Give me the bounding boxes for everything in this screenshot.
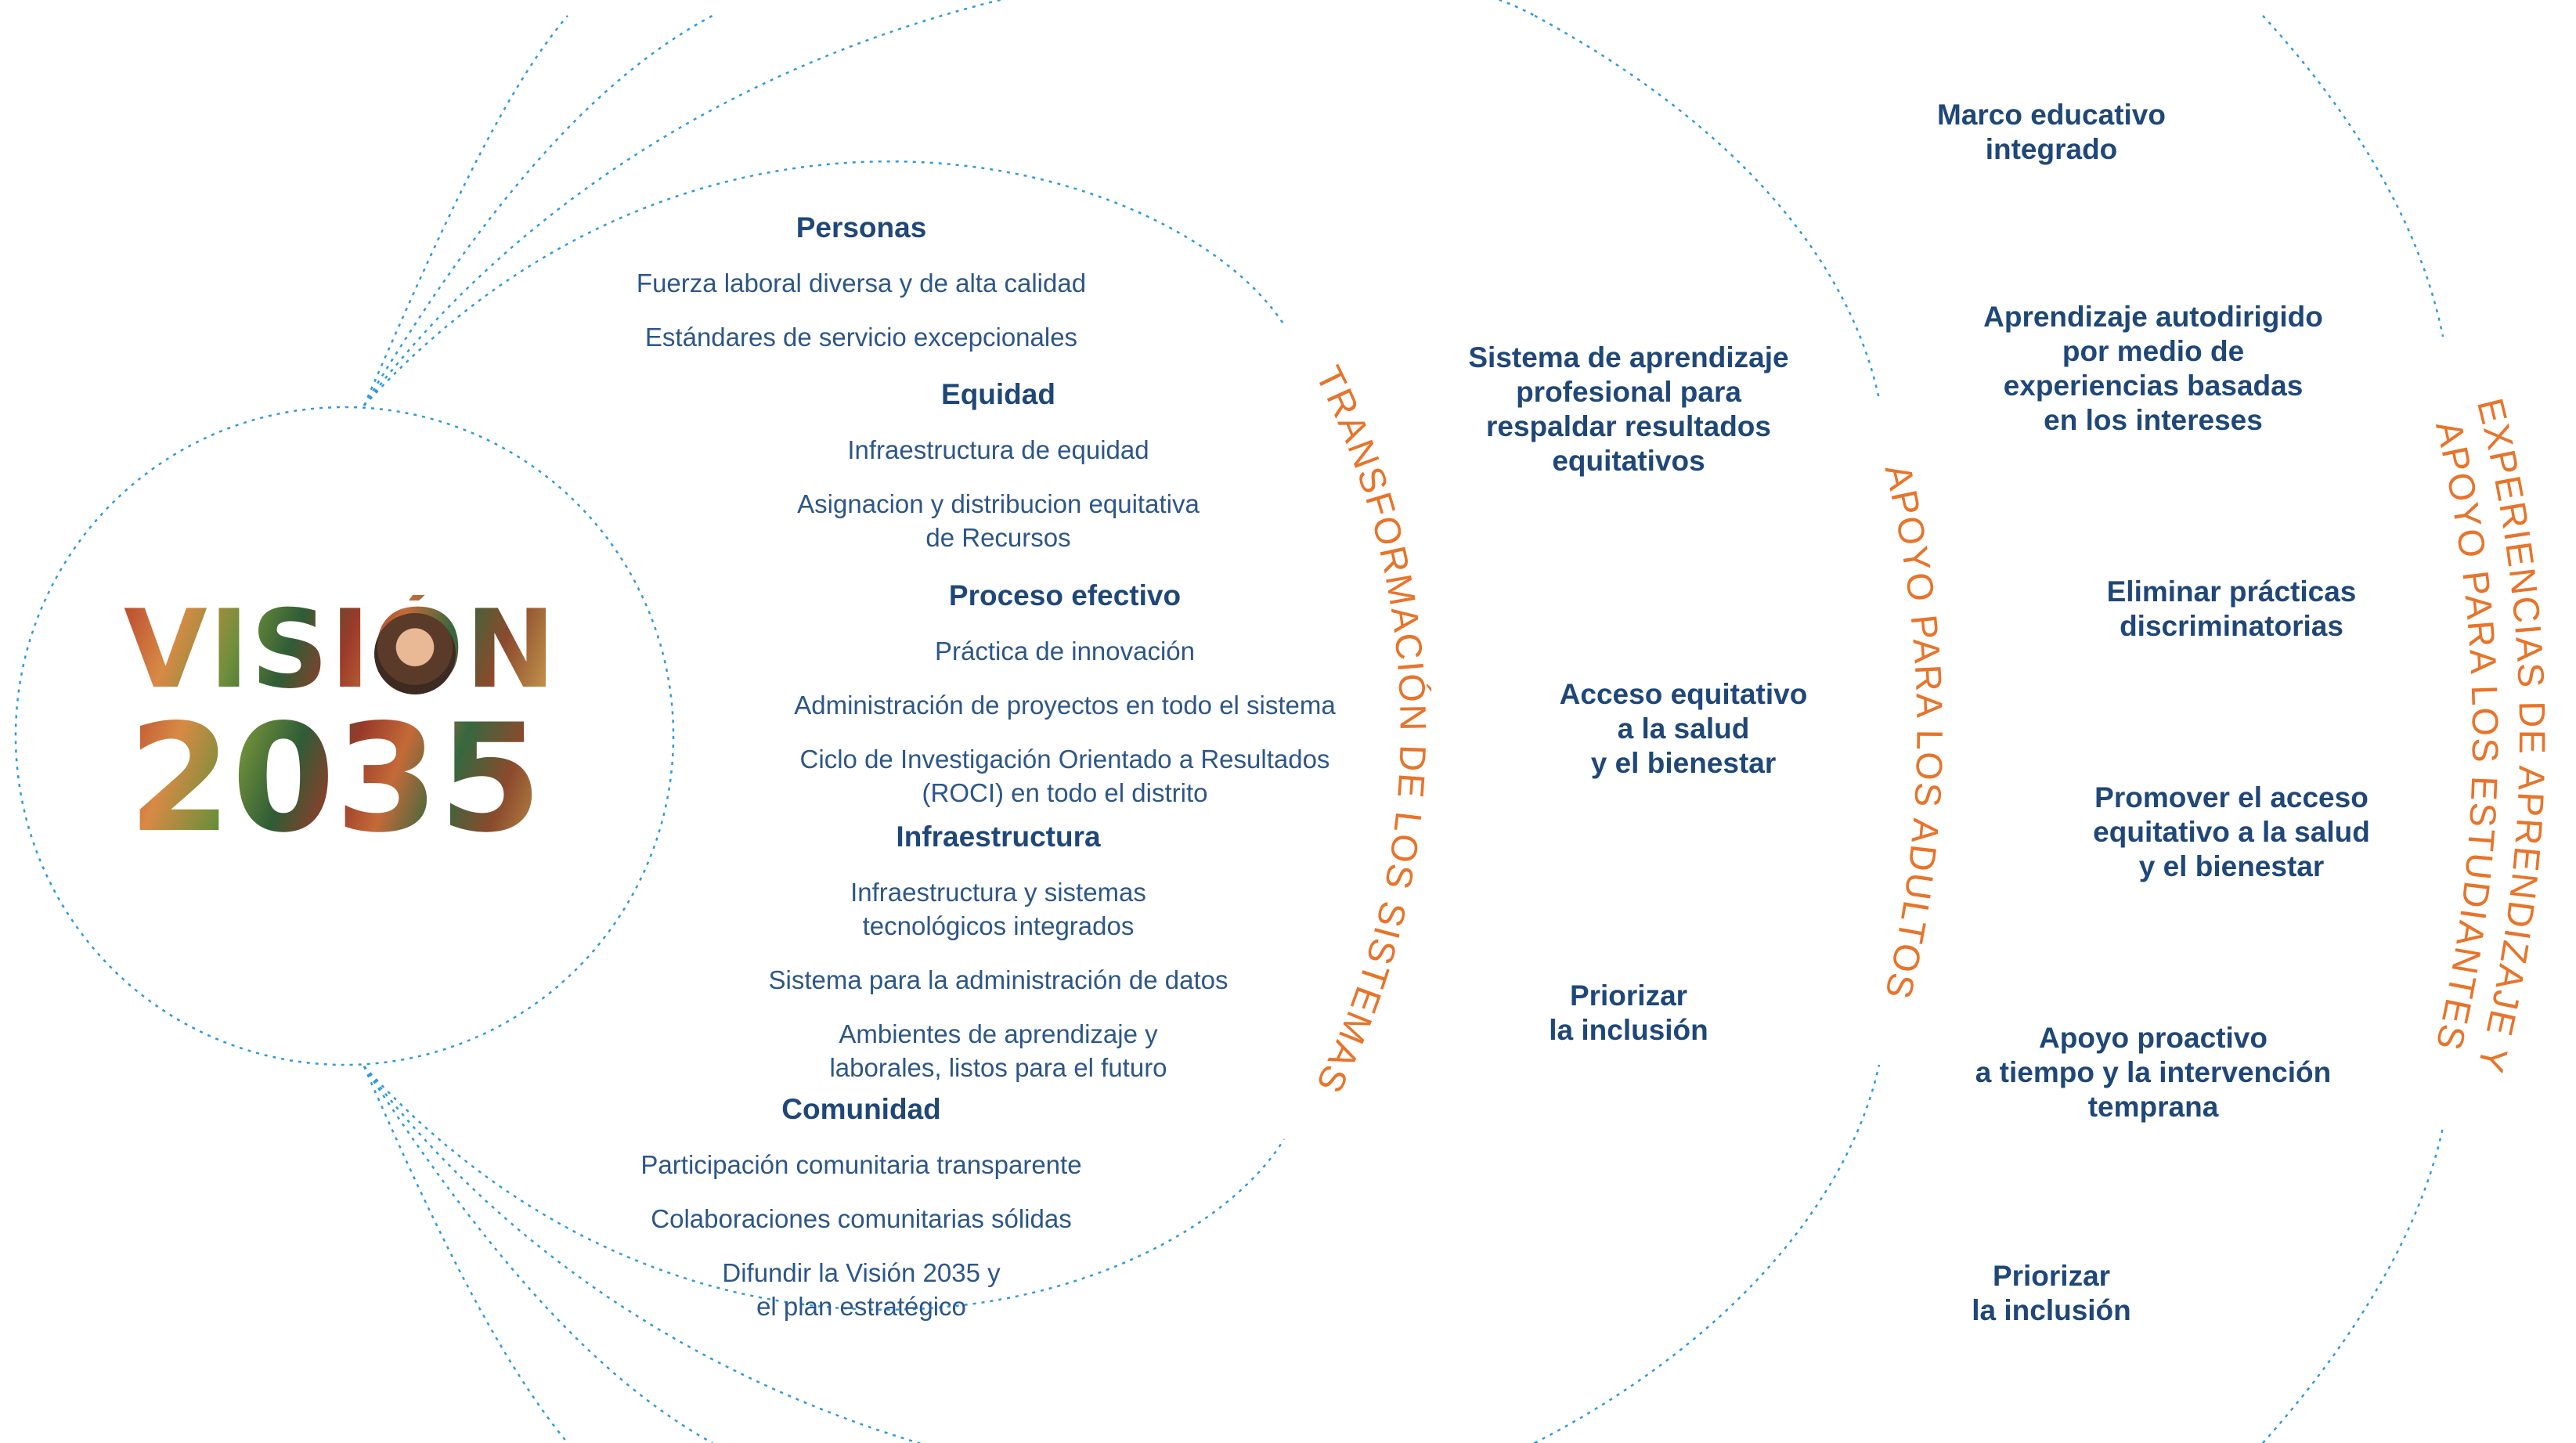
vision-circle (14, 406, 675, 1066)
section-item: Ambientes de aprendizaje y laborales, li… (829, 1019, 1167, 1082)
section-equidad: Equidad Infraestructura de equidad Asign… (685, 364, 1311, 568)
adult-item: Acceso equitativo a la salud y el bienes… (1559, 678, 1808, 779)
section-item: Administración de proyectos en todo el s… (794, 691, 1336, 720)
section-title: Comunidad (781, 1093, 941, 1125)
vision-title-year: 2035 (124, 701, 547, 857)
section-title: Infraestructura (896, 821, 1101, 853)
section-item: Ciclo de Investigación Orientado a Resul… (799, 745, 1330, 807)
adults-ring-arc-lower (1534, 1064, 1881, 1443)
section-item: Difundir la Visión 2035 y el plan estrat… (722, 1258, 1001, 1321)
student-item: Eliminar prácticas discriminatorias (2106, 575, 2357, 642)
vision-portrait (374, 613, 456, 694)
section-item: Infraestructura de equidad (847, 435, 1149, 464)
adult-item: Sistema de aprendizaje profesional para … (1468, 341, 1789, 477)
student-item: Marco educativo integrado (1937, 99, 2166, 165)
connector-top-2 (363, 14, 713, 406)
section-personas: Personas Fuerza laboral diversa y de alt… (548, 197, 1174, 368)
adults-ring-arc-upper (1534, 14, 1881, 400)
adult-item: Priorizar la inclusión (1549, 979, 1708, 1046)
student-item: Aprendizaje autodirigido por medio de ex… (1983, 301, 2323, 436)
section-item: Asignacion y distribucion equitativa de … (797, 489, 1200, 552)
section-title: Personas (796, 211, 927, 244)
section-item: Sistema para la administración de datos (768, 965, 1228, 994)
section-item: Práctica de innovación (934, 637, 1196, 666)
section-item: Estándares de servicio excepcionales (644, 323, 1078, 352)
section-infraestructura: Infraestructura Infraestructura y sistem… (685, 806, 1311, 1098)
section-item: Participación comunitaria transparente (640, 1150, 1082, 1179)
connector-bottom-2 (363, 1066, 713, 1443)
student-item: Apoyo proactivo a tiempo y la intervenci… (1975, 1022, 2332, 1123)
section-proceso: Proceso efectivo Práctica de innovación … (705, 565, 1425, 824)
student-item: Priorizar la inclusión (1972, 1260, 2131, 1326)
students-ring-arc-bottom (2262, 1127, 2444, 1443)
student-item: Promover el acceso equitativo a la salud… (2093, 781, 2370, 882)
vision-title-word: VISIÓN (124, 586, 557, 712)
students-ring-arc-top (2262, 15, 2444, 337)
arc-label-adults: APOYO PARA LOS ADULTOS (1878, 460, 1951, 1005)
connector-bottom-1 (363, 1066, 568, 1443)
connector-top-1 (363, 15, 568, 406)
section-comunidad: Comunidad Participación comunitaria tran… (548, 1079, 1174, 1337)
section-item: Infraestructura y sistemas tecnológicos … (850, 878, 1146, 940)
section-title: Proceso efectivo (948, 579, 1182, 611)
section-item: Colaboraciones comunitarias sólidas (651, 1204, 1072, 1233)
section-item: Fuerza laboral diversa y de alta calidad (636, 269, 1087, 298)
section-title: Equidad (941, 378, 1055, 410)
